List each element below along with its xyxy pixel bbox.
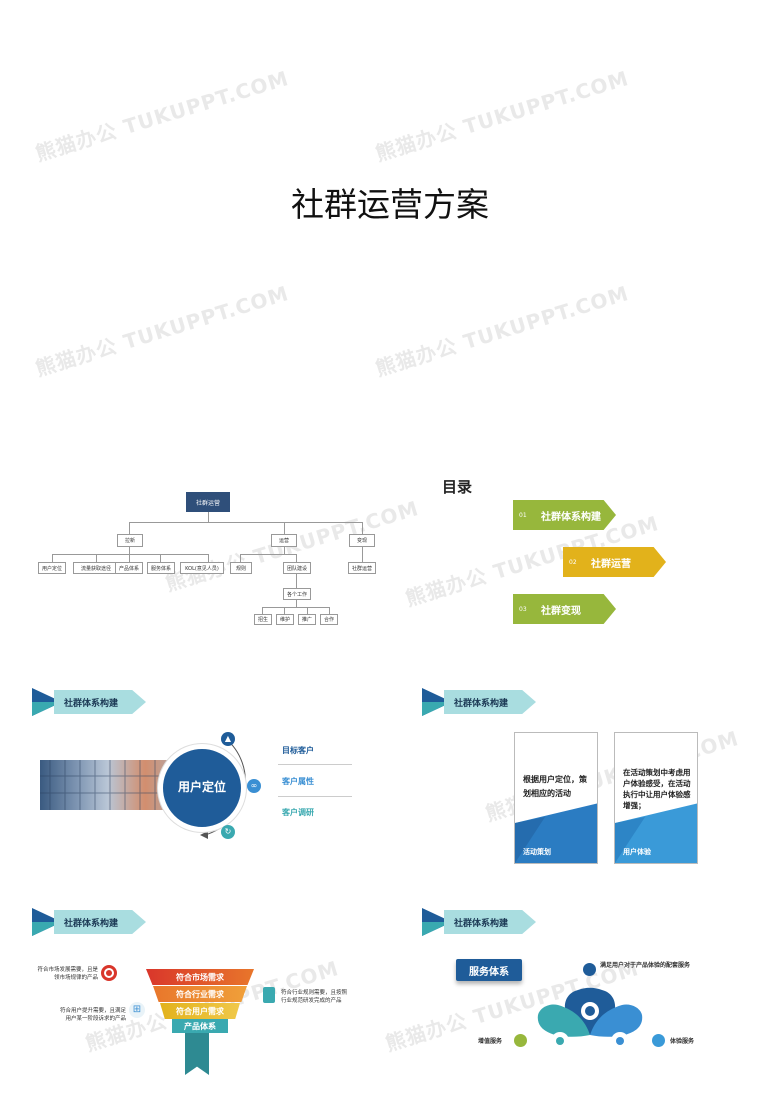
toc-num: 02 <box>569 558 577 566</box>
watermark: 熊猫办公 TUKUPPT.COM <box>32 65 292 166</box>
toc-label: 社群体系构建 <box>541 511 601 523</box>
list-item: 客户调研 <box>282 808 314 817</box>
dot-top <box>583 963 596 976</box>
section-header: 社群体系构建 <box>32 688 146 716</box>
section-header: 社群体系构建 <box>422 688 536 716</box>
section-header: 社群体系构建 <box>422 908 536 936</box>
org-item: 推广 <box>298 614 316 625</box>
org-root: 社群运营 <box>186 492 230 512</box>
toc-num: 01 <box>519 511 527 519</box>
org-item: 产品体系 <box>115 562 143 574</box>
org-branch: 变现 <box>349 534 375 547</box>
funnel-level-4: 产品体系 <box>172 1019 228 1033</box>
org-item: 招生 <box>254 614 272 625</box>
center-label: 用户定位 <box>177 780 226 794</box>
org-item: 各个工作 <box>283 588 311 600</box>
section-header-label: 社群体系构建 <box>444 690 536 714</box>
toc-label: 社群运营 <box>591 558 631 570</box>
funnel-stem <box>185 1033 209 1075</box>
watermark: 熊猫办公 TUKUPPT.COM <box>372 280 632 381</box>
section-header-label: 社群体系构建 <box>54 910 146 934</box>
service-right-label: 体验服务 <box>670 1038 695 1045</box>
watermark: 熊猫办公 TUKUPPT.COM <box>372 65 632 166</box>
org-item: 合作 <box>320 614 338 625</box>
basket-icon: ⊞ <box>129 1002 145 1018</box>
dot-left <box>514 1034 527 1047</box>
toc-label: 社群变现 <box>541 605 581 617</box>
center-circle <box>158 744 246 832</box>
card-text: 在活动策划中考虑用户体验感受，在活动执行中让用户体验感增强； <box>623 768 691 810</box>
section-header-label: 社群体系构建 <box>444 910 536 934</box>
org-item: 社群运营 <box>348 562 376 574</box>
activity-card: 根据用户定位，策划相应的活动 活动策划 <box>514 732 598 864</box>
note-left-2: 符合用户提升需要，且满足用户某一阶段诉求的产品 <box>59 1008 126 1022</box>
funnel-level-3: 符合用户需求 <box>160 1003 240 1019</box>
org-branch: 拉新 <box>117 534 143 547</box>
document-icon <box>263 987 275 1003</box>
note-right: 符合行业规则需要，且按照行业规范研发完成的产品 <box>281 990 348 1004</box>
list-item: 客户属性 <box>282 777 314 786</box>
service-left-label: 增值服务 <box>478 1038 503 1045</box>
link-icon: ∞ <box>247 779 261 793</box>
toc-item-3[interactable]: 03 社群变现 <box>513 594 616 624</box>
toc-item-2[interactable]: 02 社群运营 <box>563 547 666 577</box>
funnel-level-1: 符合市场需求 <box>146 969 254 985</box>
service-top-label: 满足用户对于产品体验的配套服务 <box>600 962 691 969</box>
page-title: 社群运营方案 <box>291 185 489 224</box>
org-item: KOL(意见人员) <box>180 562 224 574</box>
target-icon <box>101 965 117 981</box>
org-item: 用户定位 <box>38 562 66 574</box>
section-header: 社群体系构建 <box>32 908 146 936</box>
org-branch: 运营 <box>271 534 297 547</box>
org-item: 团队建设 <box>283 562 311 574</box>
refresh-icon: ↻ <box>221 825 235 839</box>
service-petals <box>537 987 643 1050</box>
org-item: 流量获取途径 <box>73 562 119 574</box>
triangle-icon: ▲ <box>221 732 235 746</box>
list-item: 目标客户 <box>282 746 314 755</box>
card-label: 活动策划 <box>523 848 551 856</box>
toc-title: 目录 <box>442 478 473 496</box>
card-label: 用户体验 <box>623 848 651 856</box>
org-item: 维护 <box>276 614 294 625</box>
toc-item-1[interactable]: 01 社群体系构建 <box>513 500 616 530</box>
service-title: 服务体系 <box>456 959 522 981</box>
section-header-label: 社群体系构建 <box>54 690 146 714</box>
org-item: 规则 <box>230 562 252 574</box>
dot-right <box>652 1034 665 1047</box>
org-item: 服务体系 <box>147 562 175 574</box>
watermark: 熊猫办公 TUKUPPT.COM <box>32 280 292 381</box>
note-left-1: 符合市场发展需要，且是领市场规律的产品 <box>37 967 98 981</box>
funnel-level-2: 符合行业需求 <box>153 986 247 1002</box>
toc-num: 03 <box>519 605 527 613</box>
card-text: 根据用户定位，策划相应的活动 <box>523 775 587 798</box>
experience-card: 在活动策划中考虑用户体验感受，在活动执行中让用户体验感增强； 用户体验 <box>614 732 698 864</box>
